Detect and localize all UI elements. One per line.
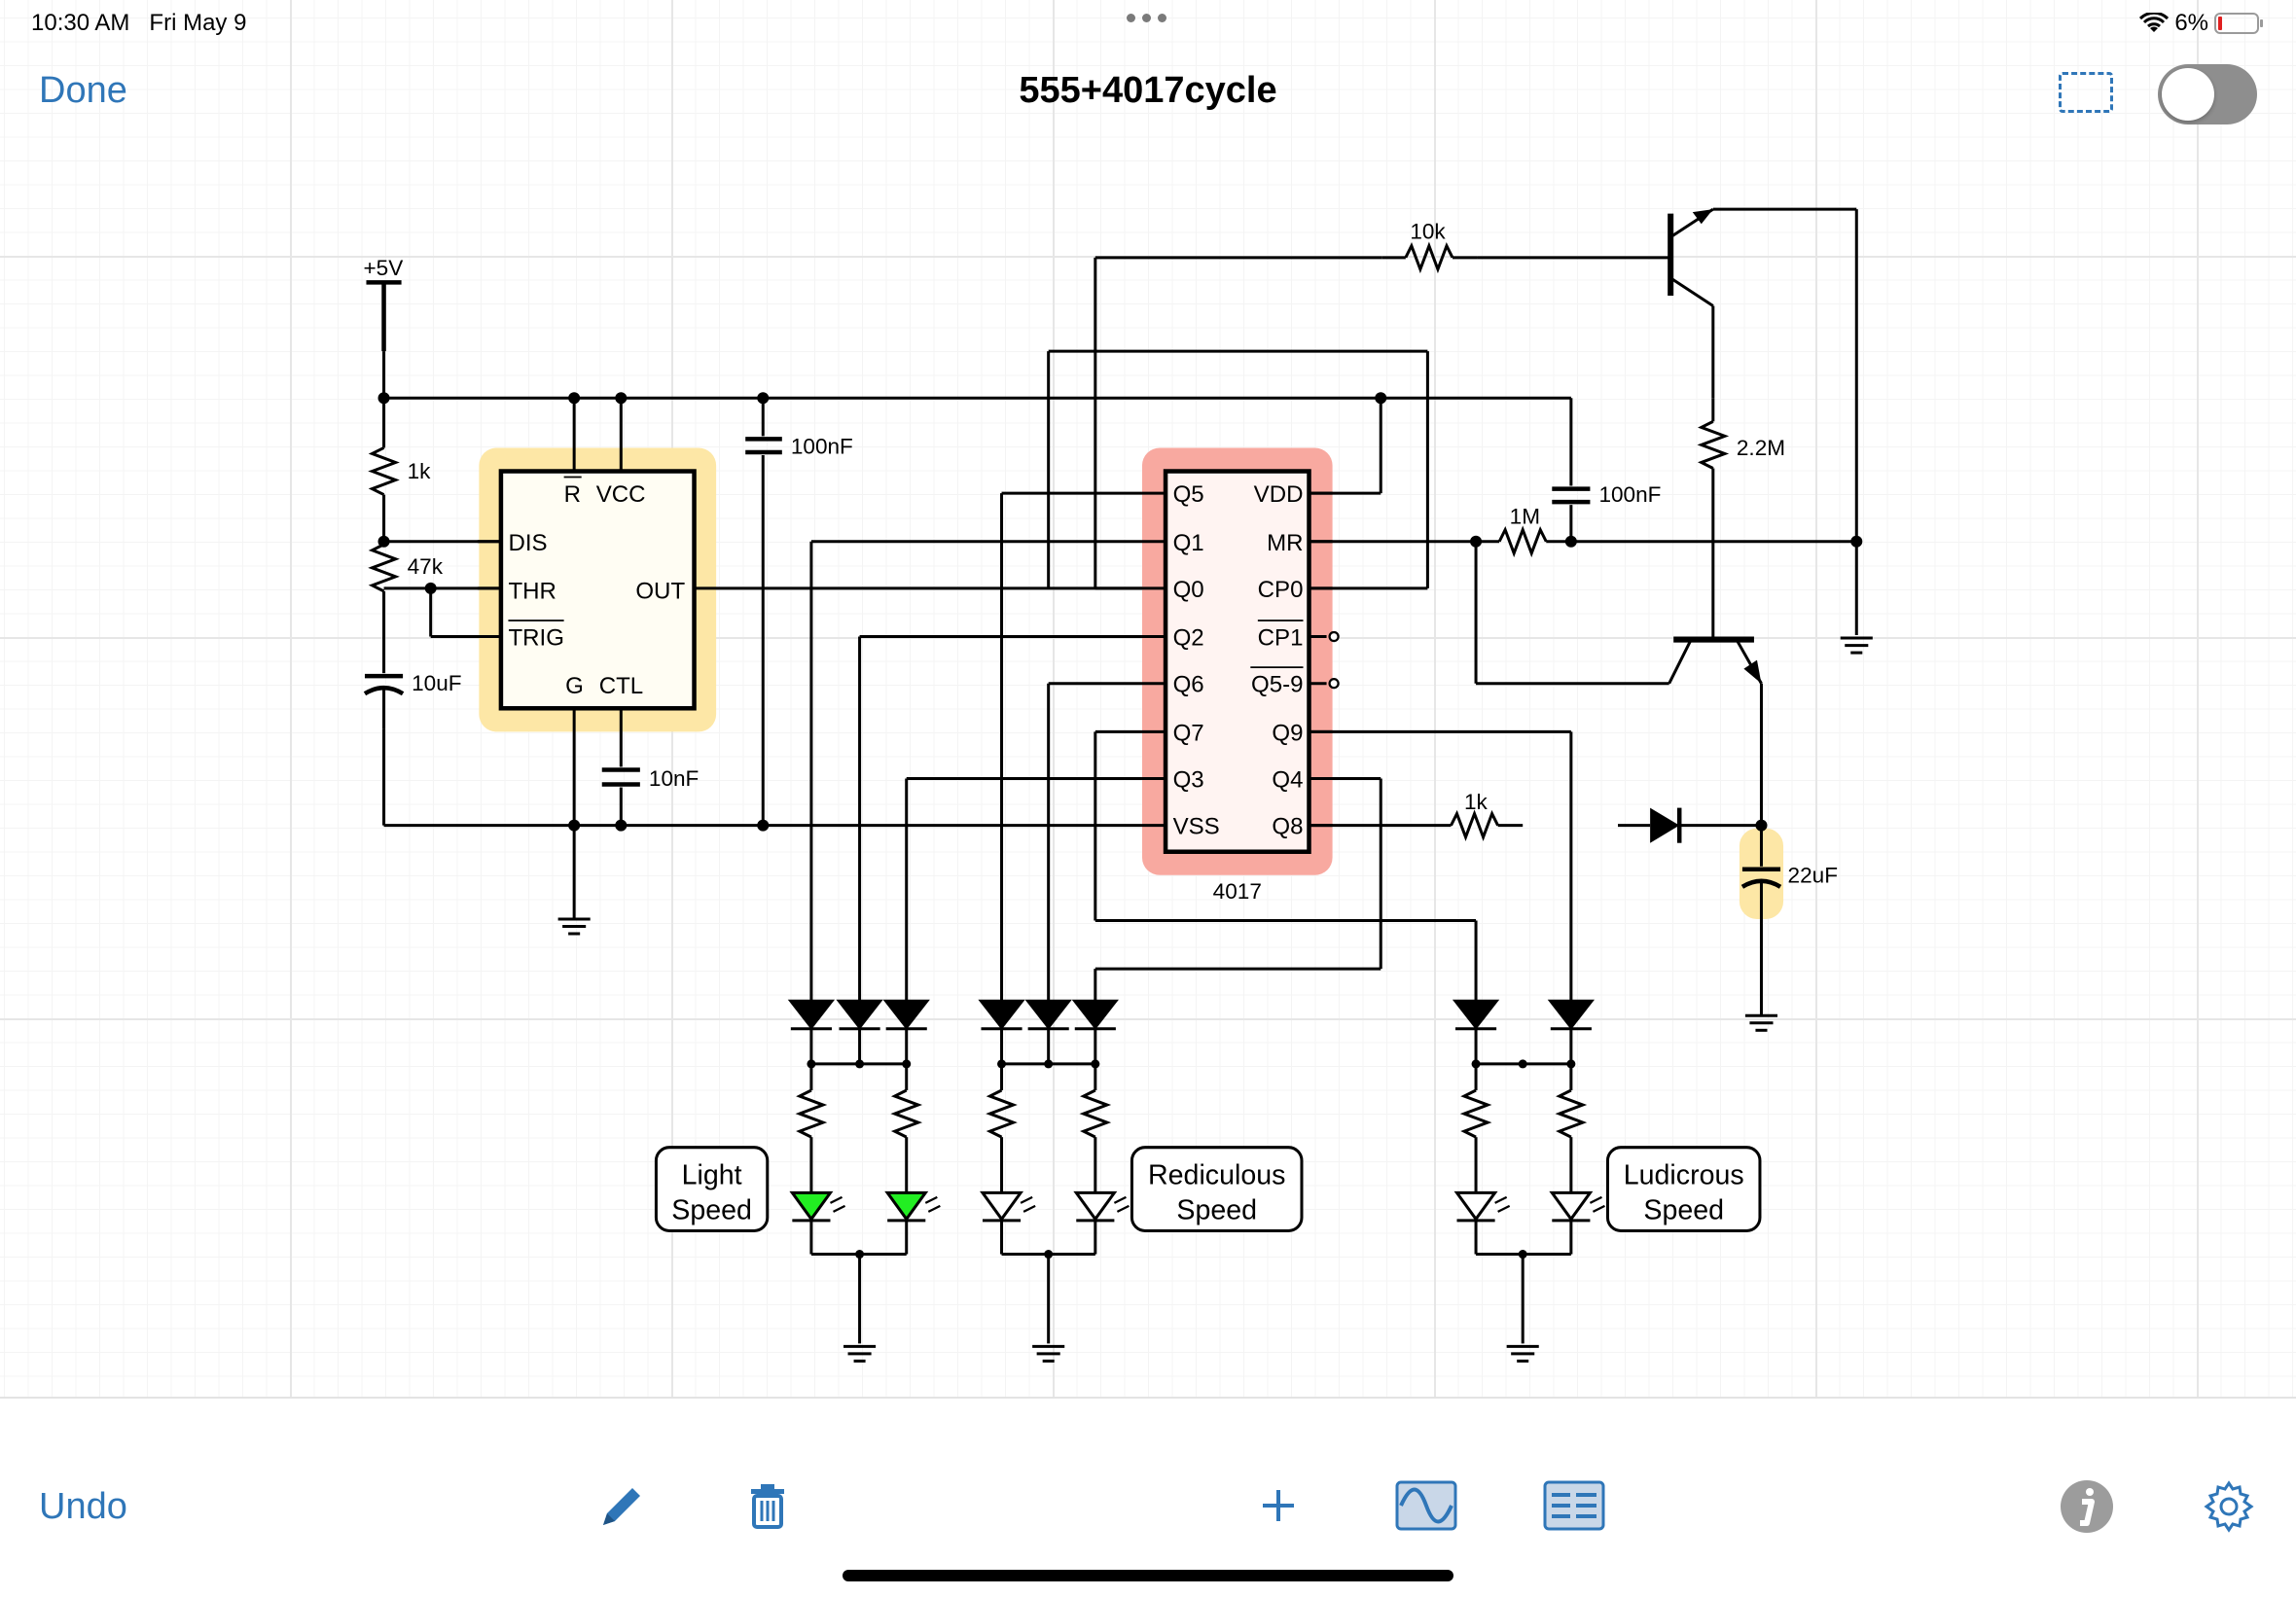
- pin-out: OUT: [635, 578, 685, 604]
- label-ludi-line2: Speed: [1643, 1194, 1724, 1225]
- label-r-1M: 1M: [1510, 505, 1540, 529]
- pin-q5-9: Q5-9: [1251, 672, 1304, 698]
- wifi-icon: [2139, 13, 2170, 32]
- pin-q8: Q8: [1272, 814, 1303, 840]
- label-r-10k: 10k: [1410, 219, 1446, 243]
- ic-4017-name: 4017: [1213, 879, 1262, 904]
- label-redic-line1: Rediculous: [1148, 1159, 1285, 1190]
- label-c-100nF-b: 100nF: [1598, 482, 1661, 507]
- led-groups: [787, 999, 1605, 1363]
- status-date: Fri May 9: [149, 10, 247, 36]
- pin-q9: Q9: [1272, 720, 1303, 746]
- label-ludicrous-speed[interactable]: Ludicrous Speed: [1605, 1146, 1762, 1232]
- pin-mr: MR: [1267, 530, 1303, 556]
- label-plus-5v: +5V: [363, 256, 403, 280]
- pin-q3: Q3: [1173, 767, 1204, 794]
- pencil-icon[interactable]: [595, 1478, 650, 1533]
- label-pot-47k: 47k: [408, 554, 444, 579]
- bottom-toolbar: [0, 1397, 2296, 1597]
- label-light-speed[interactable]: Light Speed: [654, 1146, 770, 1232]
- label-light-line2: Speed: [671, 1194, 752, 1225]
- pin-ctl: CTL: [599, 673, 643, 699]
- label-r-1k: 1k: [408, 459, 432, 483]
- pin-q0: Q0: [1173, 577, 1204, 603]
- battery-icon: [2214, 13, 2263, 34]
- mode-toggle[interactable]: [2158, 64, 2257, 124]
- battery-percent: 6%: [2174, 10, 2208, 36]
- pin-q5: Q5: [1173, 481, 1204, 508]
- label-c-10nF: 10nF: [649, 766, 699, 791]
- pin-cp1: CP1: [1258, 625, 1304, 652]
- ic-4017[interactable]: Q5 Q1 Q0 Q2 Q6 Q7 Q3 VSS VDD MR CP0 CP1 …: [1141, 469, 1340, 904]
- pin-q7: Q7: [1173, 720, 1204, 746]
- plus-icon[interactable]: [1251, 1478, 1306, 1533]
- undo-button[interactable]: Undo: [39, 1486, 127, 1527]
- pin-q1: Q1: [1173, 530, 1204, 556]
- status-time: 10:30 AM: [31, 10, 130, 36]
- label-c-22uF: 22uF: [1788, 863, 1838, 887]
- pin-q6: Q6: [1173, 672, 1204, 698]
- label-redic-line2: Speed: [1176, 1194, 1257, 1225]
- pin-vss: VSS: [1173, 814, 1220, 840]
- component-labels: +5V 1k 47k 10uF 100nF 10nF 10k 2.2M 100n…: [363, 219, 1838, 887]
- gear-icon[interactable]: [2201, 1478, 2257, 1535]
- pin-trig: TRIG: [508, 625, 563, 652]
- label-light-line1: Light: [682, 1159, 742, 1190]
- trash-icon[interactable]: [743, 1478, 792, 1533]
- multitask-dots[interactable]: [1127, 14, 1166, 22]
- label-r-2-2M: 2.2M: [1737, 436, 1785, 460]
- selection-tool-button[interactable]: [2059, 72, 2113, 113]
- status-bar-left: 10:30 AM Fri May 9: [31, 10, 246, 37]
- waveform-icon[interactable]: [1395, 1478, 1457, 1533]
- info-icon[interactable]: [2059, 1478, 2115, 1535]
- home-indicator[interactable]: [843, 1570, 1453, 1581]
- pin-thr: THR: [508, 578, 556, 604]
- pin-cp0: CP0: [1258, 577, 1304, 603]
- toggle-knob: [2162, 68, 2214, 121]
- pin-r: R: [564, 481, 581, 508]
- schematic-canvas[interactable]: DIS THR TRIG R VCC OUT G CTL Q5 Q1 Q0 Q2…: [0, 0, 2296, 1401]
- pin-vdd: VDD: [1254, 481, 1304, 508]
- cap-22uF-highlight: [1739, 828, 1784, 919]
- label-ludi-line1: Ludicrous: [1624, 1159, 1744, 1190]
- label-c-10uF: 10uF: [412, 671, 461, 695]
- pin-q2: Q2: [1173, 625, 1204, 652]
- pin-dis: DIS: [508, 530, 547, 556]
- label-c-100nF-a: 100nF: [791, 434, 853, 458]
- list-icon[interactable]: [1543, 1478, 1605, 1533]
- done-button[interactable]: Done: [39, 70, 127, 111]
- pin-q4: Q4: [1272, 767, 1303, 794]
- pin-g: G: [565, 673, 584, 699]
- ic-555[interactable]: DIS THR TRIG R VCC OUT G CTL: [477, 469, 697, 711]
- status-bar-right: 6%: [2139, 10, 2265, 37]
- document-title: 555+4017cycle: [1019, 70, 1277, 111]
- pin-vcc: VCC: [596, 481, 646, 508]
- label-rediculous-speed[interactable]: Rediculous Speed: [1130, 1146, 1304, 1232]
- label-r-1k-q8: 1k: [1464, 790, 1489, 814]
